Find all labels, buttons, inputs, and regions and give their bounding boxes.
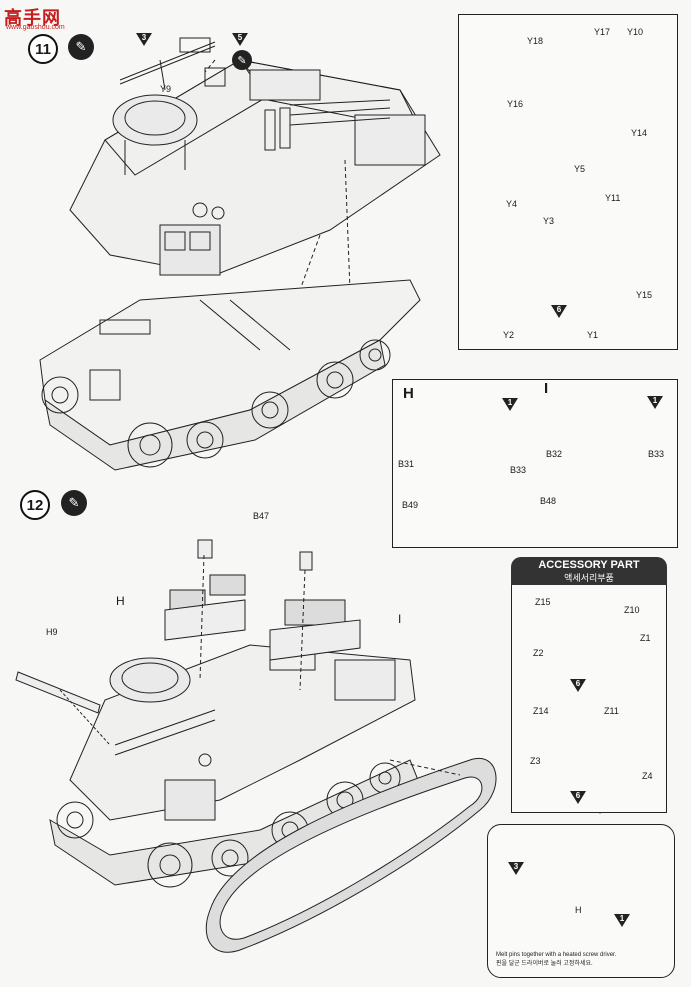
- step11-upper-hull: [69, 37, 441, 276]
- part-tree-5-marker: [232, 33, 248, 46]
- label-h-track: H: [575, 905, 582, 915]
- part-tree-6-number-b: 6: [575, 791, 581, 800]
- hi-ammo-box: [392, 379, 678, 548]
- label-b47: B47: [253, 511, 270, 521]
- label-b32: B32: [546, 449, 563, 459]
- part-tree-1-number-i: 1: [652, 396, 658, 405]
- label-b49: B49: [402, 500, 419, 510]
- label-h: H: [116, 594, 125, 608]
- accessory-subtitle: 액세서리부품: [564, 573, 614, 583]
- label-y4: Y4: [506, 199, 518, 209]
- step12-hull: [15, 539, 497, 953]
- part-tree-3-number-track: 3: [513, 862, 519, 871]
- label-h9: H9: [46, 627, 58, 637]
- label-y9: Y9: [160, 84, 172, 94]
- part-tree-3-marker: [136, 33, 152, 46]
- y-parts-box: [458, 14, 678, 350]
- label-b31: B31: [398, 459, 415, 469]
- part-tree-6-number-a: 6: [575, 679, 581, 688]
- part-tree-1-marker-i: [647, 396, 663, 409]
- label-y15: Y15: [636, 290, 653, 300]
- label-z1: Z1: [640, 633, 651, 643]
- part-tree-6-marker-a: [570, 679, 586, 692]
- label-z2: Z2: [533, 648, 544, 658]
- accessory-title: ACCESSORY PART: [538, 559, 640, 571]
- track-note-english: Melt pins together with a heated screw d…: [496, 952, 617, 958]
- glue-icon: ✎: [61, 490, 87, 516]
- part-tree-1-number-h: 1: [507, 398, 513, 407]
- watermark-logo: 高手网: [4, 8, 61, 28]
- label-y2: Y2: [503, 330, 515, 340]
- label-z15: Z15: [535, 597, 551, 607]
- label-y5: Y5: [574, 164, 586, 174]
- label-y18: Y18: [527, 36, 544, 46]
- label-i: I: [398, 612, 402, 626]
- label-z14: Z14: [533, 706, 549, 716]
- label-z11: Z11: [604, 706, 619, 716]
- label-y11: Y11: [605, 193, 621, 203]
- glue-icon: ✎: [68, 34, 94, 60]
- part-tree-6-marker: [551, 305, 567, 318]
- step-11-number: 11: [28, 34, 58, 64]
- part-tree-1-marker-track: [614, 914, 630, 927]
- part-tree-3-marker-track: [508, 862, 524, 875]
- label-y3: Y3: [543, 216, 555, 226]
- track-detail-box: [487, 824, 675, 978]
- label-y14: Y14: [631, 128, 648, 138]
- track-note-korean: 핀을 달군 드라이버로 눌러 고정하세요.: [496, 961, 593, 967]
- sub-assembly-h-title: H: [403, 385, 414, 402]
- part-tree-6-marker-b: [570, 791, 586, 804]
- label-z10: Z10: [624, 605, 640, 615]
- label-b48: B48: [540, 496, 557, 506]
- label-z4: Z4: [642, 771, 653, 781]
- part-tree-1-number-track: 1: [619, 914, 625, 923]
- step11-lower-hull: [39, 279, 421, 471]
- part-tree-5-number: 5: [237, 33, 243, 42]
- watermark-url: www.gaoshou.com: [6, 24, 65, 31]
- label-y1: Y1: [587, 330, 599, 340]
- step-12-number: 12: [20, 490, 50, 520]
- sub-assembly-i-title: I: [544, 380, 549, 397]
- label-y17: Y17: [594, 27, 611, 37]
- glue-icon-small: ✎: [232, 50, 252, 70]
- label-z3: Z3: [530, 756, 541, 766]
- accessory-box: [511, 584, 667, 813]
- label-b33-h: B33: [510, 465, 527, 475]
- label-b33-i: B33: [648, 449, 665, 459]
- label-y16: Y16: [507, 99, 524, 109]
- accessory-header: ACCESSORY PART 액세서리부품: [511, 557, 667, 585]
- part-tree-6-number: 6: [556, 305, 562, 314]
- part-tree-1-marker-h: [502, 398, 518, 411]
- part-tree-3-number: 3: [141, 33, 147, 42]
- label-y10: Y10: [627, 27, 644, 37]
